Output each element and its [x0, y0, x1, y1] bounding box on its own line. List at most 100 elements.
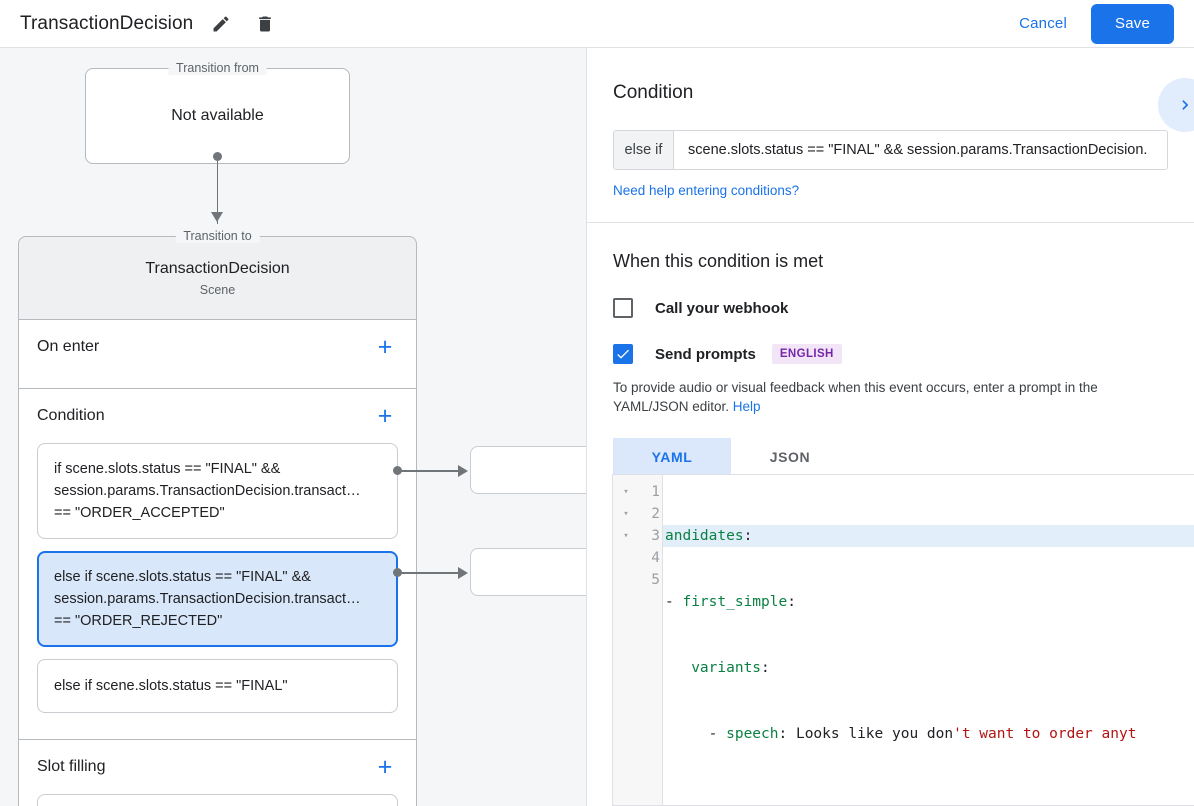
- add-on-enter-button[interactable]: +: [377, 332, 393, 361]
- pencil-icon: [213, 15, 229, 31]
- help-link[interactable]: Help: [732, 399, 761, 414]
- yaml-key: first_simple: [682, 594, 788, 610]
- condition-line-2: session.params.TransactionDecision.trans…: [54, 483, 361, 499]
- delete-button[interactable]: [249, 8, 281, 40]
- add-condition-button[interactable]: +: [377, 401, 393, 430]
- yaml-colon: :: [787, 594, 796, 610]
- code-line-3: variants:: [663, 657, 1194, 679]
- transition-from-legend: Transition from: [168, 61, 267, 75]
- fold-arrow-line-3[interactable]: ▾: [623, 531, 629, 541]
- yaml-value-plain: Looks like you don: [795, 726, 954, 742]
- yaml-key: speech: [726, 726, 779, 742]
- line-number: 3: [651, 528, 660, 544]
- line-number: 2: [651, 506, 660, 522]
- connector-arrow-right: [458, 465, 468, 477]
- language-badge: ENGLISH: [771, 344, 842, 364]
- code-line-1: andidates:: [663, 525, 1194, 547]
- yaml-code-editor[interactable]: ▾ ▾ ▾ 1 2 3 4 5 andidates: - first_simpl…: [612, 474, 1194, 806]
- yaml-value-string: 't want to order anyt: [953, 726, 1137, 742]
- connector-dot: [393, 568, 402, 577]
- edit-pencil-button[interactable]: [205, 8, 237, 40]
- condition-line-1: else if scene.slots.status == "FINAL": [54, 678, 288, 694]
- call-webhook-checkbox[interactable]: [613, 298, 633, 318]
- fold-arrow-line-2[interactable]: ▾: [623, 509, 629, 519]
- condition-card-accepted[interactable]: if scene.slots.status == "FINAL" && sess…: [37, 443, 398, 539]
- add-slot-filling-button[interactable]: +: [377, 752, 393, 781]
- scene-header[interactable]: Transition to TransactionDecision Scene: [18, 229, 417, 320]
- transition-to-legend: Transition to: [175, 229, 260, 243]
- panel-heading: Condition: [613, 82, 694, 103]
- chevron-right-icon: [1182, 100, 1188, 110]
- scene-name: TransactionDecision: [145, 259, 290, 277]
- line-number: 1: [651, 484, 660, 500]
- condition-expression-input[interactable]: [674, 131, 1167, 169]
- line-number: 5: [651, 572, 660, 588]
- yaml-key: andidates: [665, 528, 744, 544]
- section-on-enter: On enter +: [18, 320, 417, 389]
- connector-arrow-down: [211, 212, 223, 222]
- connector-line-vertical: [216, 156, 218, 224]
- target-node-rejected[interactable]: [470, 548, 586, 596]
- cancel-button[interactable]: Cancel: [1005, 7, 1081, 40]
- trash-icon: [259, 16, 272, 31]
- transition-from-node[interactable]: Transition from Not available: [85, 61, 350, 164]
- code-line-2: - first_simple:: [663, 591, 1194, 613]
- webhook-row[interactable]: Call your webhook: [613, 298, 1168, 318]
- connector-line-horizontal: [398, 470, 461, 472]
- condition-card-final[interactable]: else if scene.slots.status == "FINAL": [37, 659, 398, 713]
- connector-line-horizontal: [398, 572, 461, 574]
- expand-panel-button[interactable]: [1158, 78, 1194, 132]
- slot-validation-card[interactable]: Slot validation: [37, 794, 398, 806]
- top-app-bar: TransactionDecision Cancel Save: [0, 0, 1194, 48]
- code-line-4: - speech: Looks like you don't want to o…: [663, 723, 1194, 745]
- scene-graph-canvas[interactable]: Transition from Not available Transition…: [0, 48, 586, 806]
- condition-prefix-label: else if: [614, 131, 674, 169]
- section-title-on-enter: On enter: [37, 338, 100, 355]
- editor-format-tabs: YAML JSON: [613, 438, 1168, 476]
- yaml-key: variants: [691, 660, 762, 676]
- send-prompts-checkbox[interactable]: [613, 344, 633, 364]
- call-webhook-label: Call your webhook: [655, 299, 789, 317]
- section-title-condition: Condition: [37, 407, 105, 424]
- transition-to-node[interactable]: Transition to TransactionDecision Scene …: [18, 229, 417, 806]
- yaml-colon: :: [743, 528, 753, 544]
- condition-line-1: if scene.slots.status == "FINAL" &&: [54, 461, 281, 477]
- tab-json[interactable]: JSON: [769, 449, 811, 465]
- yaml-prefix: -: [665, 594, 683, 610]
- yaml-colon: :: [778, 726, 796, 742]
- line-number: 4: [651, 550, 660, 566]
- yaml-prefix: -: [665, 726, 727, 742]
- section-title-slot-filling: Slot filling: [37, 758, 106, 775]
- condition-header-section: Condition else if Need help entering con…: [587, 48, 1194, 200]
- target-node-accepted[interactable]: [470, 446, 586, 494]
- yaml-colon: :: [761, 660, 770, 676]
- yaml-prefix: [665, 660, 691, 676]
- scene-type: Scene: [199, 282, 236, 297]
- transition-from-value: Not available: [171, 107, 264, 124]
- fold-arrow-line-1[interactable]: ▾: [623, 487, 629, 497]
- need-help-conditions-link[interactable]: Need help entering conditions?: [613, 183, 800, 198]
- editor-code-area[interactable]: andidates: - first_simple: variants: - s…: [663, 475, 1194, 805]
- editor-line-numbers: 1 2 3 4 5: [639, 475, 663, 805]
- section-slot-filling: Slot filling + Slot validation: [18, 740, 417, 806]
- condition-line-2: session.params.TransactionDecision.trans…: [54, 591, 361, 607]
- save-button[interactable]: Save: [1091, 3, 1174, 44]
- send-prompts-row[interactable]: Send prompts ENGLISH: [613, 344, 1168, 364]
- page-title: TransactionDecision: [20, 12, 194, 34]
- connector-dot: [393, 466, 402, 475]
- condition-line-1: else if scene.slots.status == "FINAL" &&: [54, 569, 311, 585]
- editor-fold-gutter: ▾ ▾ ▾: [613, 475, 639, 805]
- when-condition-met-heading: When this condition is met: [613, 251, 824, 271]
- condition-card-rejected[interactable]: else if scene.slots.status == "FINAL" &&…: [37, 551, 398, 647]
- check-icon: [617, 349, 629, 359]
- panel-divider: [587, 222, 1194, 223]
- condition-line-3: == "ORDER_ACCEPTED": [54, 505, 225, 521]
- section-condition: Condition + if scene.slots.status == "FI…: [18, 389, 417, 740]
- condition-input-row[interactable]: else if: [613, 130, 1168, 170]
- code-line-5: [663, 789, 1194, 805]
- prompts-help-note: To provide audio or visual feedback when…: [613, 378, 1168, 416]
- tab-yaml[interactable]: YAML: [613, 438, 731, 476]
- condition-line-3: == "ORDER_REJECTED": [54, 613, 223, 629]
- when-condition-met-section: When this condition is met Call your web…: [587, 223, 1194, 476]
- send-prompts-label: Send prompts: [655, 345, 756, 363]
